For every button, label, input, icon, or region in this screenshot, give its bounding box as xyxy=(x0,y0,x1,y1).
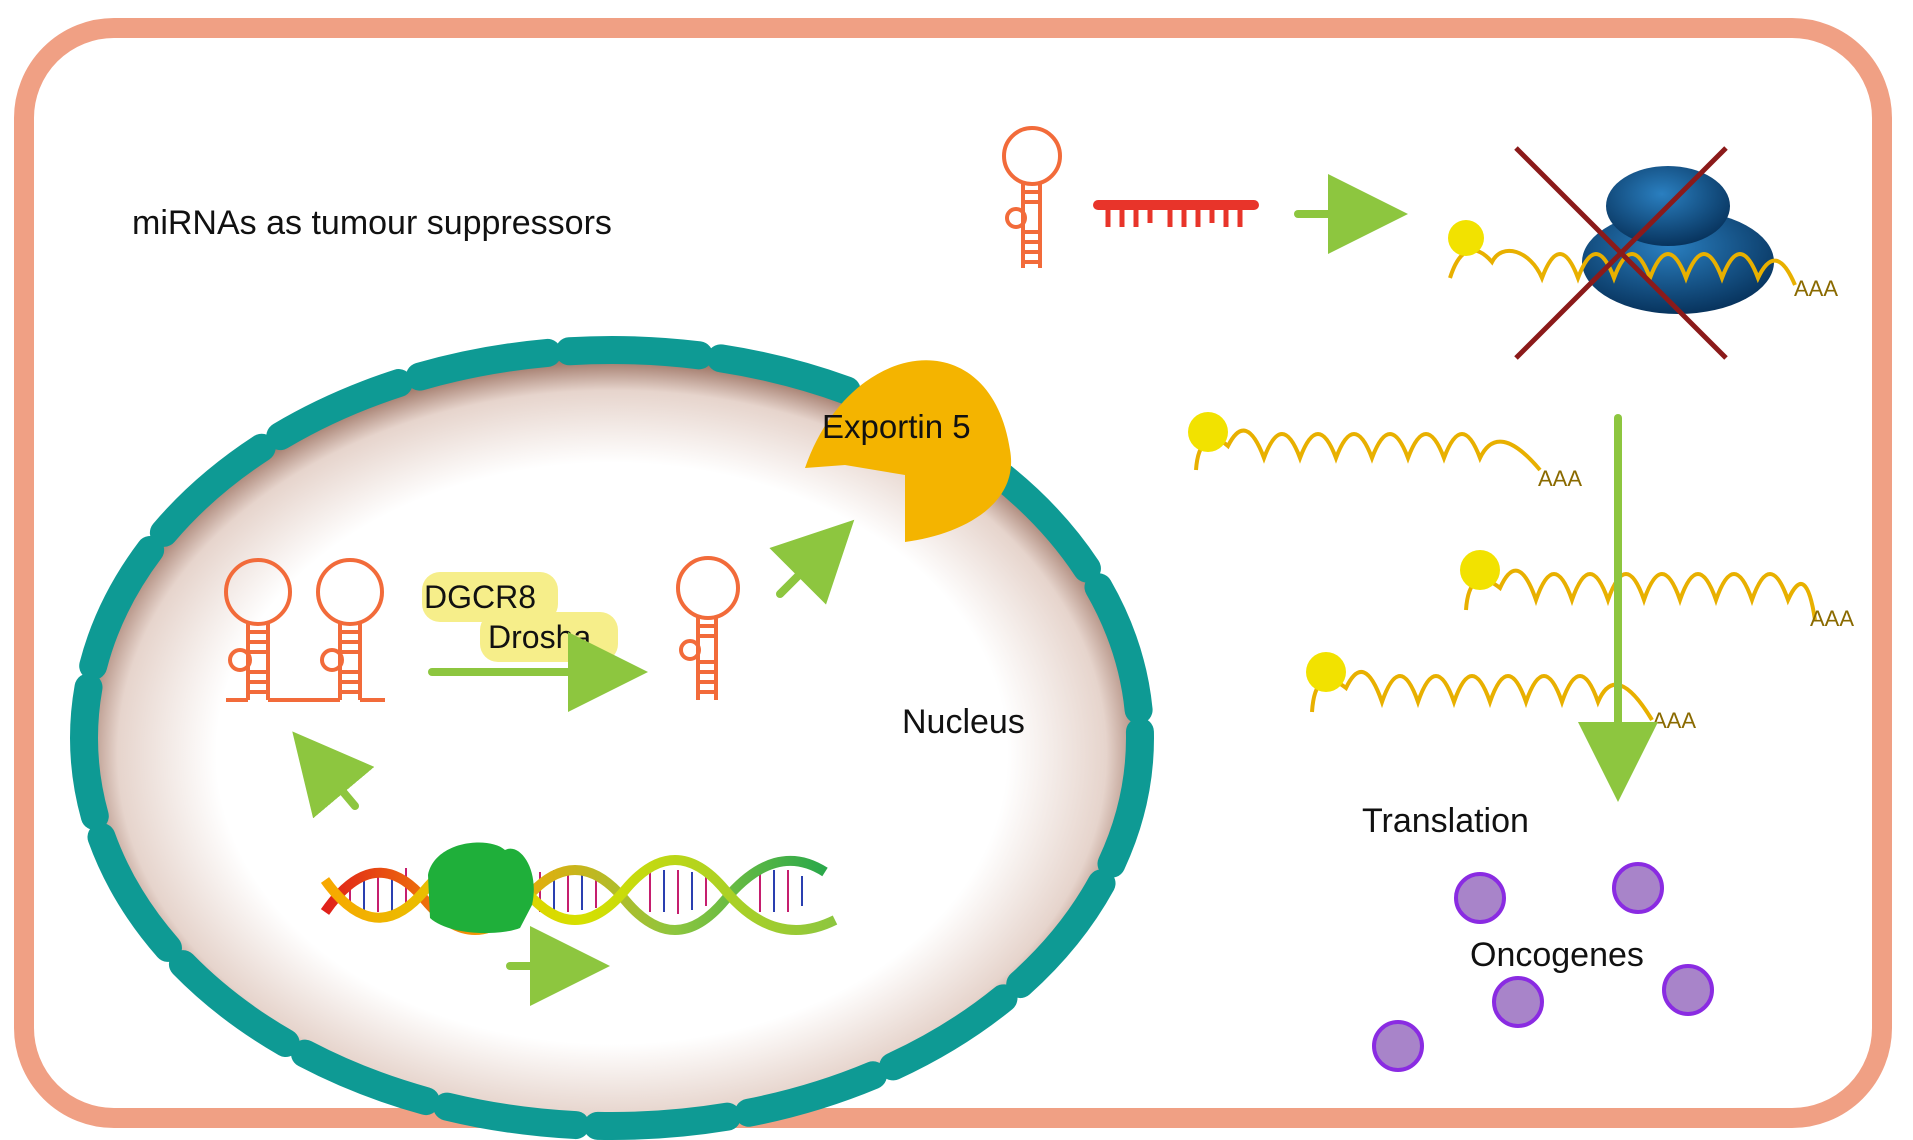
poly-a-label: AAA xyxy=(1810,606,1854,631)
nucleus-label: Nucleus xyxy=(902,703,1025,741)
mrna-strand: AAA xyxy=(1188,412,1582,491)
poly-a-label: AAA xyxy=(1652,708,1696,733)
mrna-cap-icon xyxy=(1188,412,1228,452)
antagomir-comb-icon xyxy=(1093,200,1259,227)
oncogene-proteins xyxy=(1372,862,1714,1072)
mrna-strands: AAA AAA AAA xyxy=(1188,412,1854,733)
mrna-blocked: AAA xyxy=(1448,220,1838,301)
dgcr8-label: DGCR8 xyxy=(424,579,536,615)
mrna-cap-icon xyxy=(1448,220,1484,256)
export-arrow xyxy=(769,519,855,605)
poly-a-label: AAA xyxy=(1794,276,1838,301)
oncogene-protein-icon xyxy=(1612,862,1664,914)
hairpin-mirna-icon xyxy=(676,556,740,700)
mature-mirna xyxy=(1002,126,1062,268)
oncogene-protein-icon xyxy=(1492,976,1544,1028)
hairpin-mirna-icon xyxy=(224,558,292,700)
translation-label: Translation xyxy=(1362,802,1529,840)
exportin-5: Exportin 5 xyxy=(805,360,1012,542)
dna-helix-icon xyxy=(320,855,838,935)
exportin-label: Exportin 5 xyxy=(822,408,971,445)
oncogene-protein-icon xyxy=(1454,872,1506,924)
nuclear-envelope xyxy=(70,336,1154,1140)
pri-mirna xyxy=(224,558,385,702)
cross-icon xyxy=(1514,146,1728,360)
mrna-strand: AAA xyxy=(1460,550,1854,631)
pre-mirna xyxy=(676,556,740,700)
diagram-title: miRNAs as tumour suppressors xyxy=(132,204,612,242)
mrna-strand: AAA xyxy=(1306,652,1696,733)
oncogenes-label: Oncogenes xyxy=(1470,936,1644,974)
oncogene-protein-icon xyxy=(1372,1020,1424,1072)
nucleus xyxy=(70,336,1154,1140)
hairpin-mirna-icon xyxy=(316,558,384,700)
drosha-label: Drosha xyxy=(488,619,591,655)
polymerase-icon xyxy=(428,842,534,934)
mrna-cap-icon xyxy=(1306,652,1346,692)
oncogene-protein-icon xyxy=(1662,964,1714,1016)
transcription-up-arrow xyxy=(292,731,375,819)
hairpin-mirna-icon xyxy=(1002,126,1062,268)
mrna-cap-icon xyxy=(1460,550,1500,590)
poly-a-label: AAA xyxy=(1538,466,1582,491)
